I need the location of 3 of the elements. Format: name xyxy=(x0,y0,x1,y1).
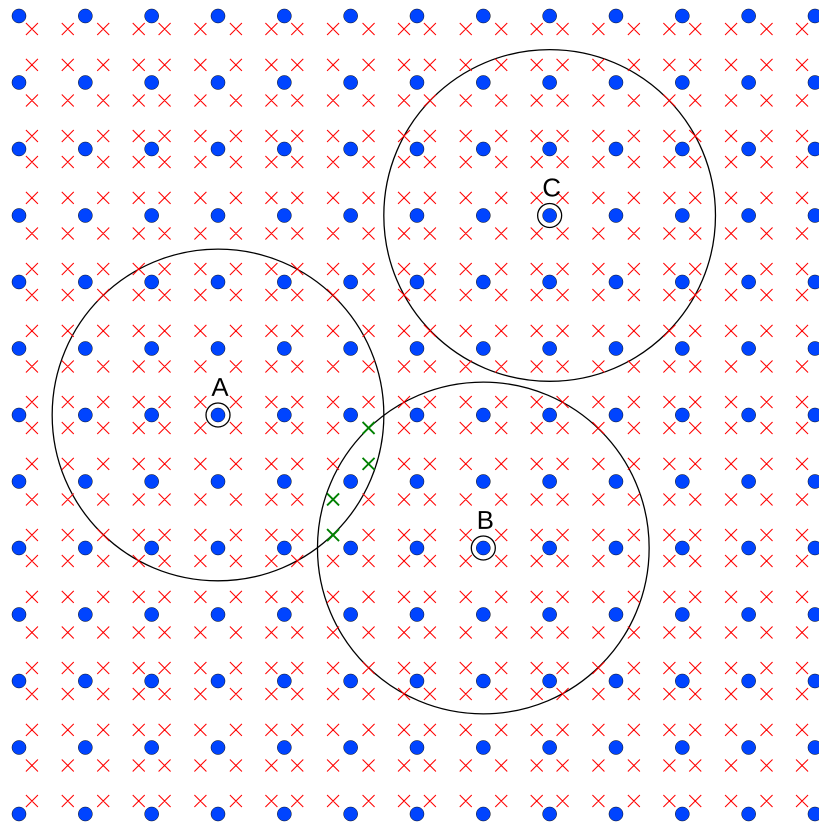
point-label: B xyxy=(478,511,493,529)
point-label: A xyxy=(211,378,229,396)
point-label: C xyxy=(544,178,560,197)
